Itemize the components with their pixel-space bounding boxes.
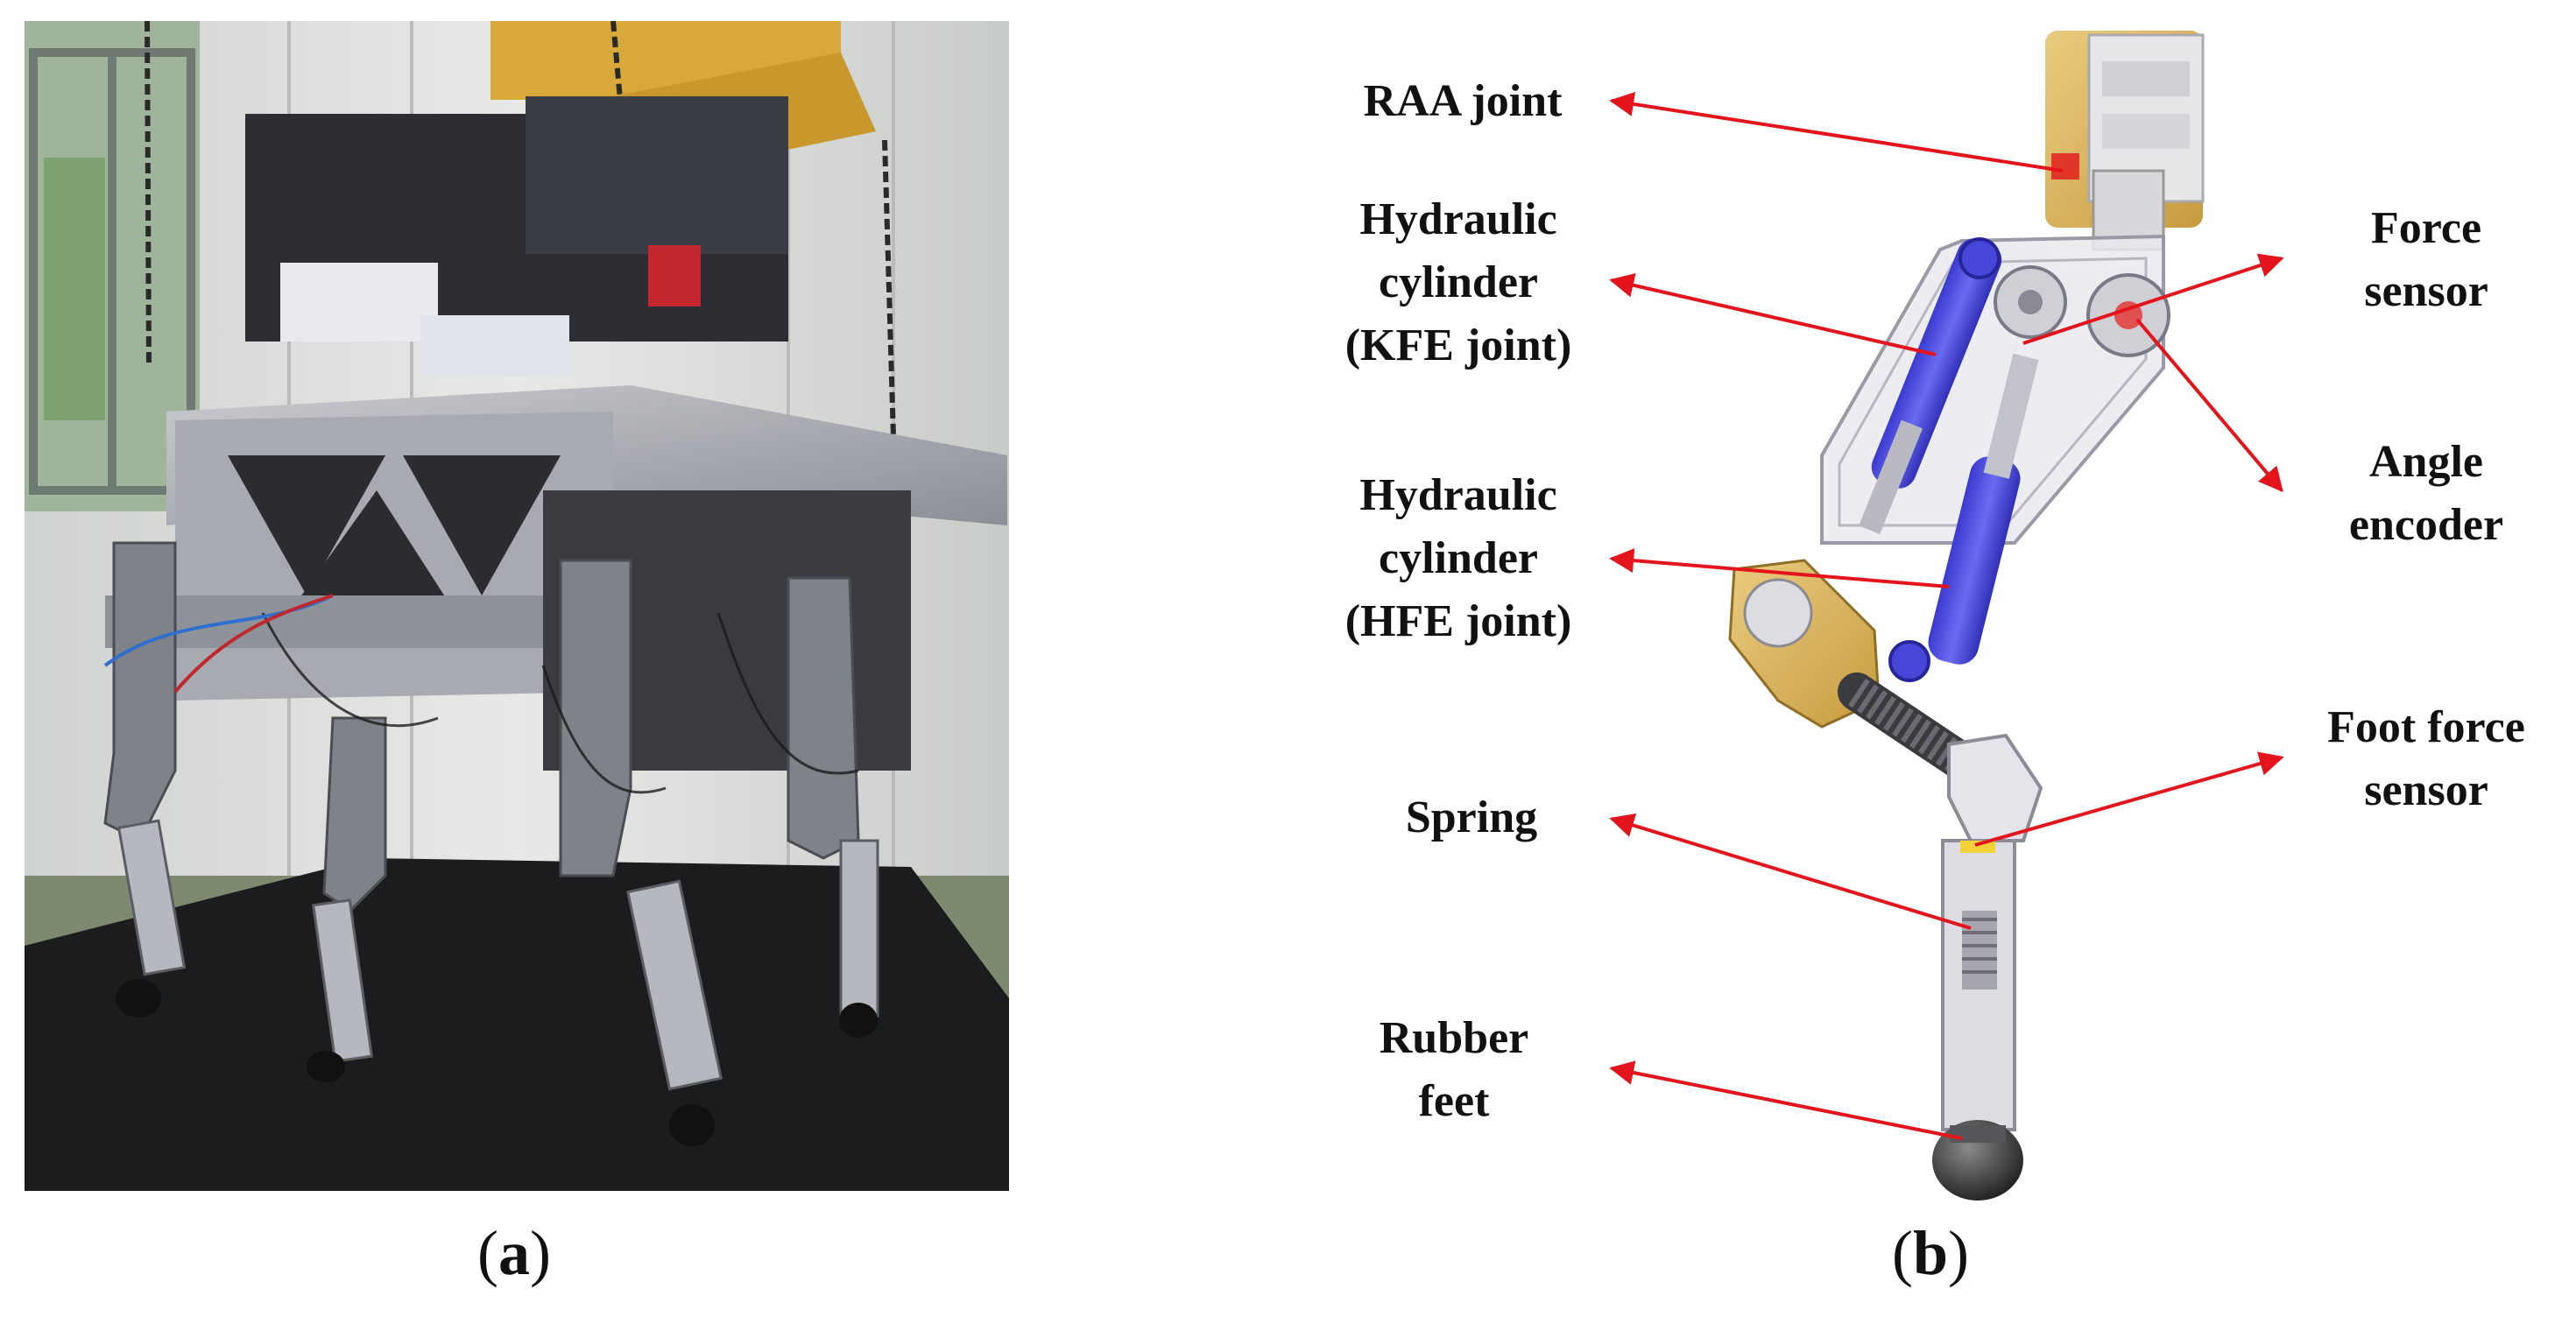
label-hfe-cylinder: Hydraulic cylinder (HFE joint) bbox=[1344, 470, 1572, 646]
label-force-sensor: Force sensor bbox=[2364, 203, 2488, 316]
label-raa-joint: RAA joint bbox=[1363, 76, 1563, 126]
label-kfe-cylinder: Hydraulic cylinder (KFE joint) bbox=[1344, 194, 1572, 370]
arrow-rubber-feet bbox=[1609, 1060, 1963, 1140]
caption-b: (b) bbox=[1892, 1218, 1970, 1288]
arrow-spring bbox=[1609, 813, 1972, 930]
hfe-cylinder-shape bbox=[1888, 353, 2039, 682]
kfe-cylinder-shape bbox=[1859, 237, 2002, 534]
label-rubber-feet: Rubber feet bbox=[1379, 1013, 1529, 1126]
floor-mat bbox=[25, 858, 1009, 1191]
label-foot-force-sensor: Foot force sensor bbox=[2327, 702, 2525, 815]
arrow-kfe-cylinder bbox=[1609, 272, 1937, 356]
panel-b-leg-render bbox=[1728, 31, 2205, 1201]
label-angle-encoder: Angle encoder bbox=[2348, 437, 2504, 550]
arrow-angle-encoder bbox=[2135, 318, 2283, 493]
panel-a-photo bbox=[25, 20, 1009, 1191]
caption-a: (a) bbox=[477, 1218, 551, 1288]
arrow-foot-force-sensor bbox=[1974, 751, 2284, 847]
arrow-force-sensor bbox=[2022, 253, 2284, 345]
arrow-raa-joint bbox=[1609, 92, 2064, 173]
label-spring: Spring bbox=[1405, 792, 1538, 842]
arrow-hfe-cylinder bbox=[1609, 548, 1950, 588]
spring-shape bbox=[1838, 673, 1981, 781]
annotation-arrows bbox=[1609, 92, 2284, 1140]
